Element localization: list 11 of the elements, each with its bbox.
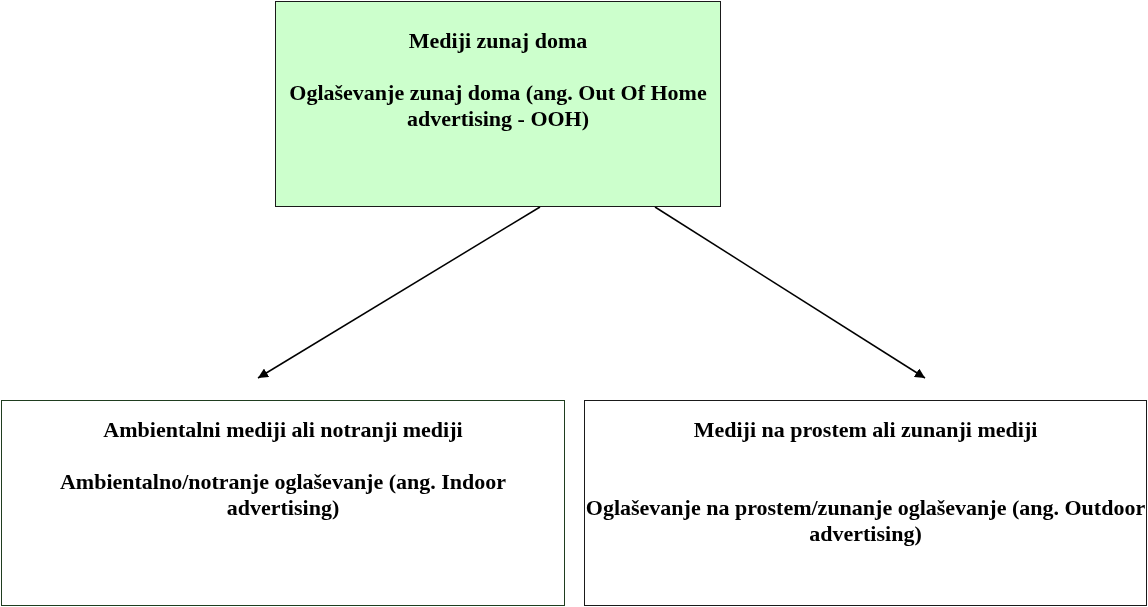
box-text: Ambientalno/notranje oglaševanje (ang. Indoor advertising) [58, 469, 508, 521]
text-box [275, 1, 721, 207]
box-text: Oglaševanje na prostem/zunanje oglaševanje (ang. Outdoor advertising) [585, 495, 1146, 547]
text-box [1, 400, 565, 606]
box-heading: Mediji zunaj doma [408, 28, 588, 54]
arrow [654, 206, 926, 379]
box-heading: Ambientalni mediji ali notranji mediji [103, 417, 463, 443]
text-box [584, 400, 1147, 606]
box-text: Oglaševanje zunaj doma (ang. Out Of Home advertising - OOH) [288, 80, 708, 132]
box-heading: Mediji na prostem ali zunanji mediji [693, 417, 1038, 443]
arrow [257, 206, 541, 379]
